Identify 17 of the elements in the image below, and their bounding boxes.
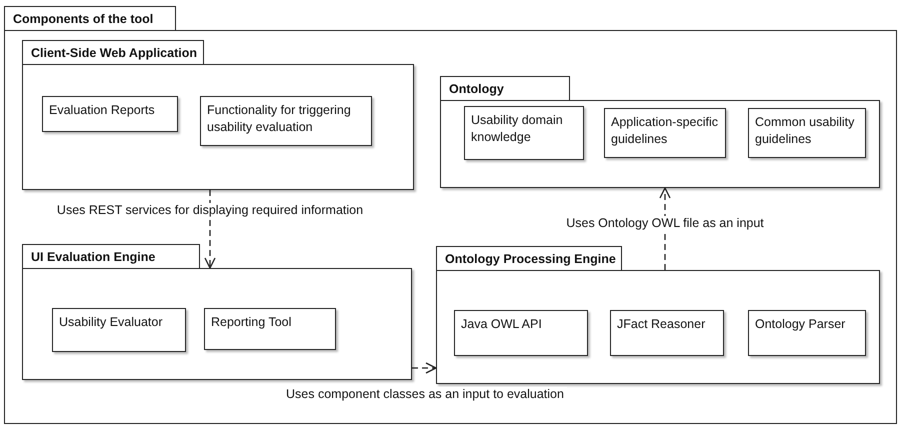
dependency-arrow xyxy=(204,190,216,269)
component-box: Application-specific guidelines xyxy=(604,108,726,158)
package-tab: Ontology Processing Engine xyxy=(436,246,622,270)
component-box: Reporting Tool xyxy=(204,308,336,350)
component-box: Java OWL API xyxy=(454,310,588,356)
package-tab: Components of the tool xyxy=(4,6,176,30)
package-tab: UI Evaluation Engine xyxy=(22,244,200,268)
component-box: Evaluation Reports xyxy=(42,96,178,132)
component-box: JFact Reasoner xyxy=(610,310,724,356)
component-box: Functionality for triggering usability evaluation xyxy=(200,96,372,146)
dependency-arrow xyxy=(412,362,437,374)
component-box: Usability domain knowledge xyxy=(464,106,584,160)
package-tab: Ontology xyxy=(440,76,570,100)
package-tab: Client-Side Web Application xyxy=(22,40,204,64)
component-box: Usability Evaluator xyxy=(52,308,186,352)
component-box: Common usability guidelines xyxy=(748,108,866,158)
component-box: Ontology Parser xyxy=(748,310,866,356)
